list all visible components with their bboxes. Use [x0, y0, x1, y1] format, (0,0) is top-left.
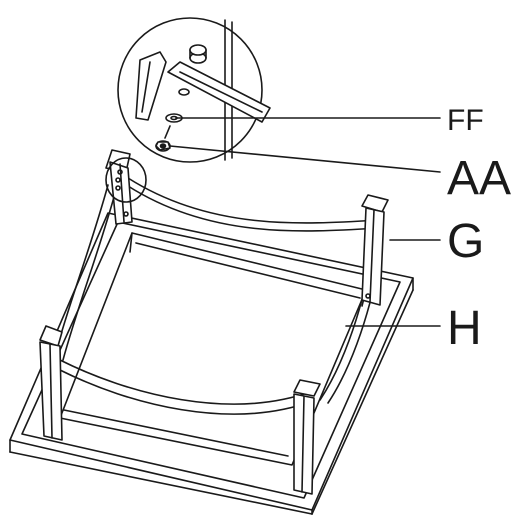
detail-bubble — [117, 17, 271, 163]
curved-rail-front — [59, 359, 311, 415]
leader-lines — [169, 117, 441, 327]
callout-aa: AA — [447, 152, 511, 205]
leg-front-left — [39, 325, 63, 441]
leg-back-left — [105, 149, 133, 225]
outer-frame — [9, 212, 414, 515]
callout-labels: FF AA G H — [447, 104, 511, 355]
leader-aa — [169, 145, 441, 173]
curved-rail-back — [127, 177, 379, 232]
leg-front-right — [293, 379, 321, 495]
callout-g: G — [447, 215, 484, 268]
callout-h: H — [447, 302, 482, 355]
detail-marker — [105, 157, 147, 203]
leg-back-right — [361, 194, 389, 306]
callout-ff: FF — [447, 104, 484, 137]
